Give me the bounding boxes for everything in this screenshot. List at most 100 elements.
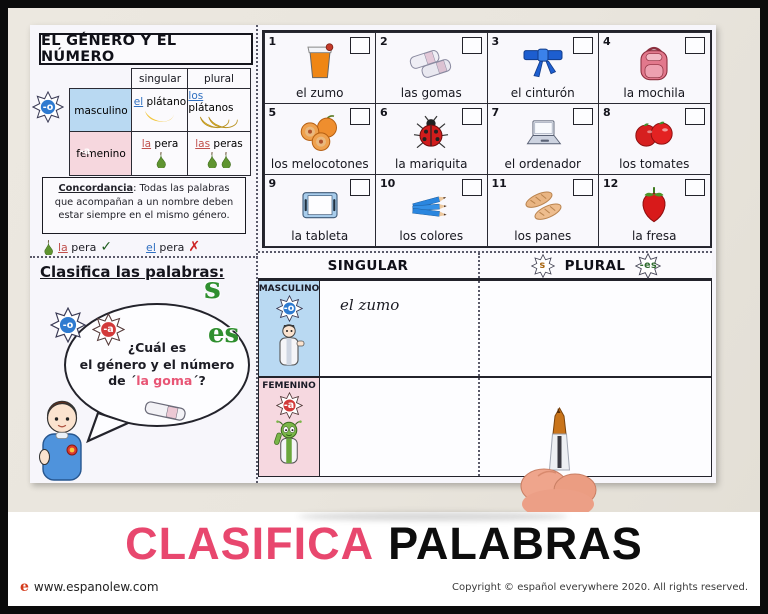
gender-table-corner [69, 68, 132, 89]
masculino-plural-cell[interactable] [480, 281, 711, 376]
word-card: 3 el cinturón [486, 31, 599, 104]
card-label: los colores [399, 228, 464, 243]
pears-icon [205, 151, 233, 169]
card-icon [599, 175, 710, 228]
card-number: 10 [380, 177, 396, 191]
plural-header-label: PLURAL [564, 257, 626, 274]
word-card: 10 los colores [375, 174, 488, 247]
card-number: 4 [603, 34, 611, 48]
card-icon [599, 104, 710, 157]
card-number: 11 [491, 177, 507, 191]
hand-shadow [298, 512, 568, 521]
card-icon [599, 33, 710, 86]
card-checkbox[interactable] [684, 179, 705, 197]
card-checkbox[interactable] [573, 107, 593, 125]
pear-icon [42, 239, 54, 255]
plural-es-badge: -es [635, 252, 662, 279]
footer: e www.espanolew.com Copyright © español … [8, 574, 760, 606]
cell-la-pera: la pera [131, 131, 189, 176]
card-checkbox[interactable] [350, 36, 370, 54]
dotted-divider [30, 256, 258, 258]
plural-es-letter: es [208, 319, 240, 349]
word-card: 7 el ordenador [486, 102, 599, 176]
card-label: los tomates [619, 157, 690, 172]
concordancia-box: Concordancia: Todas las palabras que aco… [42, 177, 246, 234]
cell-los-platanos: los plátanos [187, 88, 251, 133]
card-label: el zumo [296, 85, 344, 100]
card-checkbox[interactable] [573, 36, 593, 54]
plural-header: s PLURAL -es [480, 252, 712, 279]
photo-area: EL GÉNERO Y EL NÚMERO -o -a singular plu… [8, 8, 760, 512]
card-label: el ordenador [504, 157, 581, 172]
card-icon [376, 104, 487, 157]
bubble-a-badge: -a [92, 313, 125, 346]
masculino-singular-cell[interactable]: el zumo [320, 281, 480, 376]
plural-s-badge: s [530, 253, 555, 278]
bottom-band: CLASIFICA PALABRAS e www.espanolew.com C… [8, 512, 760, 606]
cell-las-peras: las peras [187, 131, 251, 176]
boy-character [32, 397, 94, 481]
column-header-plural: plural [187, 68, 251, 90]
badge-letter: -o [42, 101, 54, 113]
card-checkbox[interactable] [684, 107, 705, 125]
card-number: 1 [268, 34, 277, 48]
card-label: la fresa [632, 228, 677, 243]
pear-icon [154, 151, 167, 169]
word-card: 2 las gomas [375, 31, 488, 104]
card-label: los melocotones [270, 157, 369, 172]
masculine-o-badge: -o [275, 295, 303, 322]
card-label: la mochila [623, 85, 686, 100]
femenino-row: FEMENINO -a [258, 377, 712, 477]
card-checkbox[interactable] [573, 179, 593, 197]
masculino-row: MASCULINO -o el zumo [258, 280, 712, 377]
card-checkbox[interactable] [461, 179, 482, 197]
classify-heading: Clasifica las palabras: [40, 263, 225, 281]
femenino-singular-cell[interactable] [320, 378, 480, 476]
title-word-palabras: PALABRAS [388, 518, 643, 569]
card-number: 8 [603, 105, 611, 119]
word-card: 11 los panes [486, 174, 599, 247]
plural-s-letter: s [204, 271, 221, 306]
handwritten-answer: el zumo [340, 296, 400, 314]
cross-icon: ✗ [188, 239, 201, 255]
card-checkbox[interactable] [350, 107, 370, 125]
card-number: 3 [491, 34, 500, 48]
bubble-tail [86, 411, 132, 444]
card-checkbox[interactable] [461, 107, 482, 125]
card-icon [488, 33, 599, 86]
website-link[interactable]: e www.espanolew.com [20, 579, 159, 595]
column-header-singular: singular [131, 68, 189, 90]
scientist-character [272, 323, 306, 367]
word-grid: 1 el zumo 2 las gomas 3 el cinturón 4 la… [262, 30, 712, 248]
word-card: 5 los melocotones [263, 102, 376, 176]
singular-header: SINGULAR [258, 253, 480, 278]
title-word-clasifica: CLASIFICA [125, 518, 375, 569]
classification-header: SINGULAR s PLURAL -es [258, 252, 712, 280]
badge-letter: -a [79, 145, 91, 157]
bananas-icon [198, 115, 240, 130]
concordancia-text: : Todas las palabras que acompañan a un … [54, 183, 234, 222]
page-title: CLASIFICA PALABRAS [8, 512, 760, 574]
worksheet: EL GÉNERO Y EL NÚMERO -o -a singular plu… [30, 25, 716, 483]
card-number: 2 [380, 34, 388, 48]
card-icon [265, 33, 376, 86]
word-card: 6 la mariquita [375, 102, 488, 176]
feminine-a-badge: -a [69, 135, 102, 167]
card-icon [376, 33, 487, 86]
card-checkbox[interactable] [461, 36, 482, 54]
card-checkbox[interactable] [350, 179, 370, 197]
card-label: la tableta [291, 228, 349, 243]
femenino-row-header: FEMENINO -a [258, 377, 320, 477]
banana-icon [143, 109, 177, 124]
card-icon [265, 104, 376, 157]
card-checkbox[interactable] [684, 36, 705, 54]
row-header-masculino: masculino [69, 88, 133, 133]
word-card: 12 la fresa [598, 174, 711, 247]
row-header-femenino: femenino [69, 131, 133, 176]
card-label: el cinturón [510, 85, 575, 100]
masculino-row-header: MASCULINO -o [258, 280, 320, 377]
card-icon [488, 104, 599, 157]
word-card: 4 la mochila [598, 31, 711, 104]
brand-logo-icon: e [20, 579, 29, 595]
